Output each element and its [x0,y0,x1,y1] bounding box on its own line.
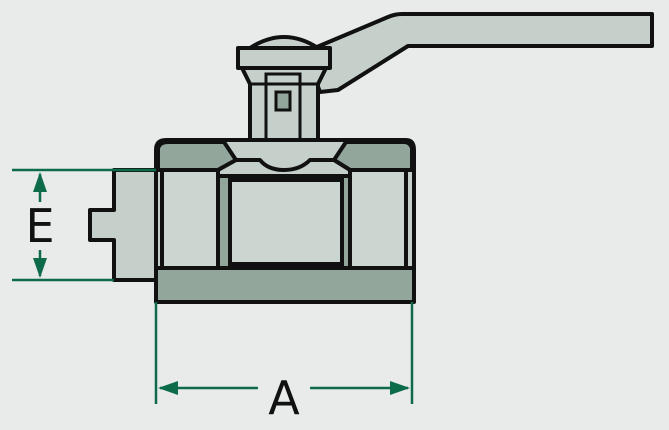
stem-body [240,66,328,142]
dimension-e: E [12,168,156,282]
dimension-a-arrow-left [158,381,178,395]
dimension-e-label: E [25,199,54,253]
dimension-e-arrow-bottom [33,258,47,278]
dimension-a-label: A [268,371,300,425]
ball-chamber [216,174,352,270]
stem-nut [236,35,332,70]
dimension-a-arrow-right [390,381,410,395]
right-port [348,168,408,270]
dimension-e-arrow-top [33,172,47,192]
lever-handle [303,12,654,94]
dimension-a: A [154,302,414,425]
left-port [160,168,220,270]
side-nut [88,168,158,282]
